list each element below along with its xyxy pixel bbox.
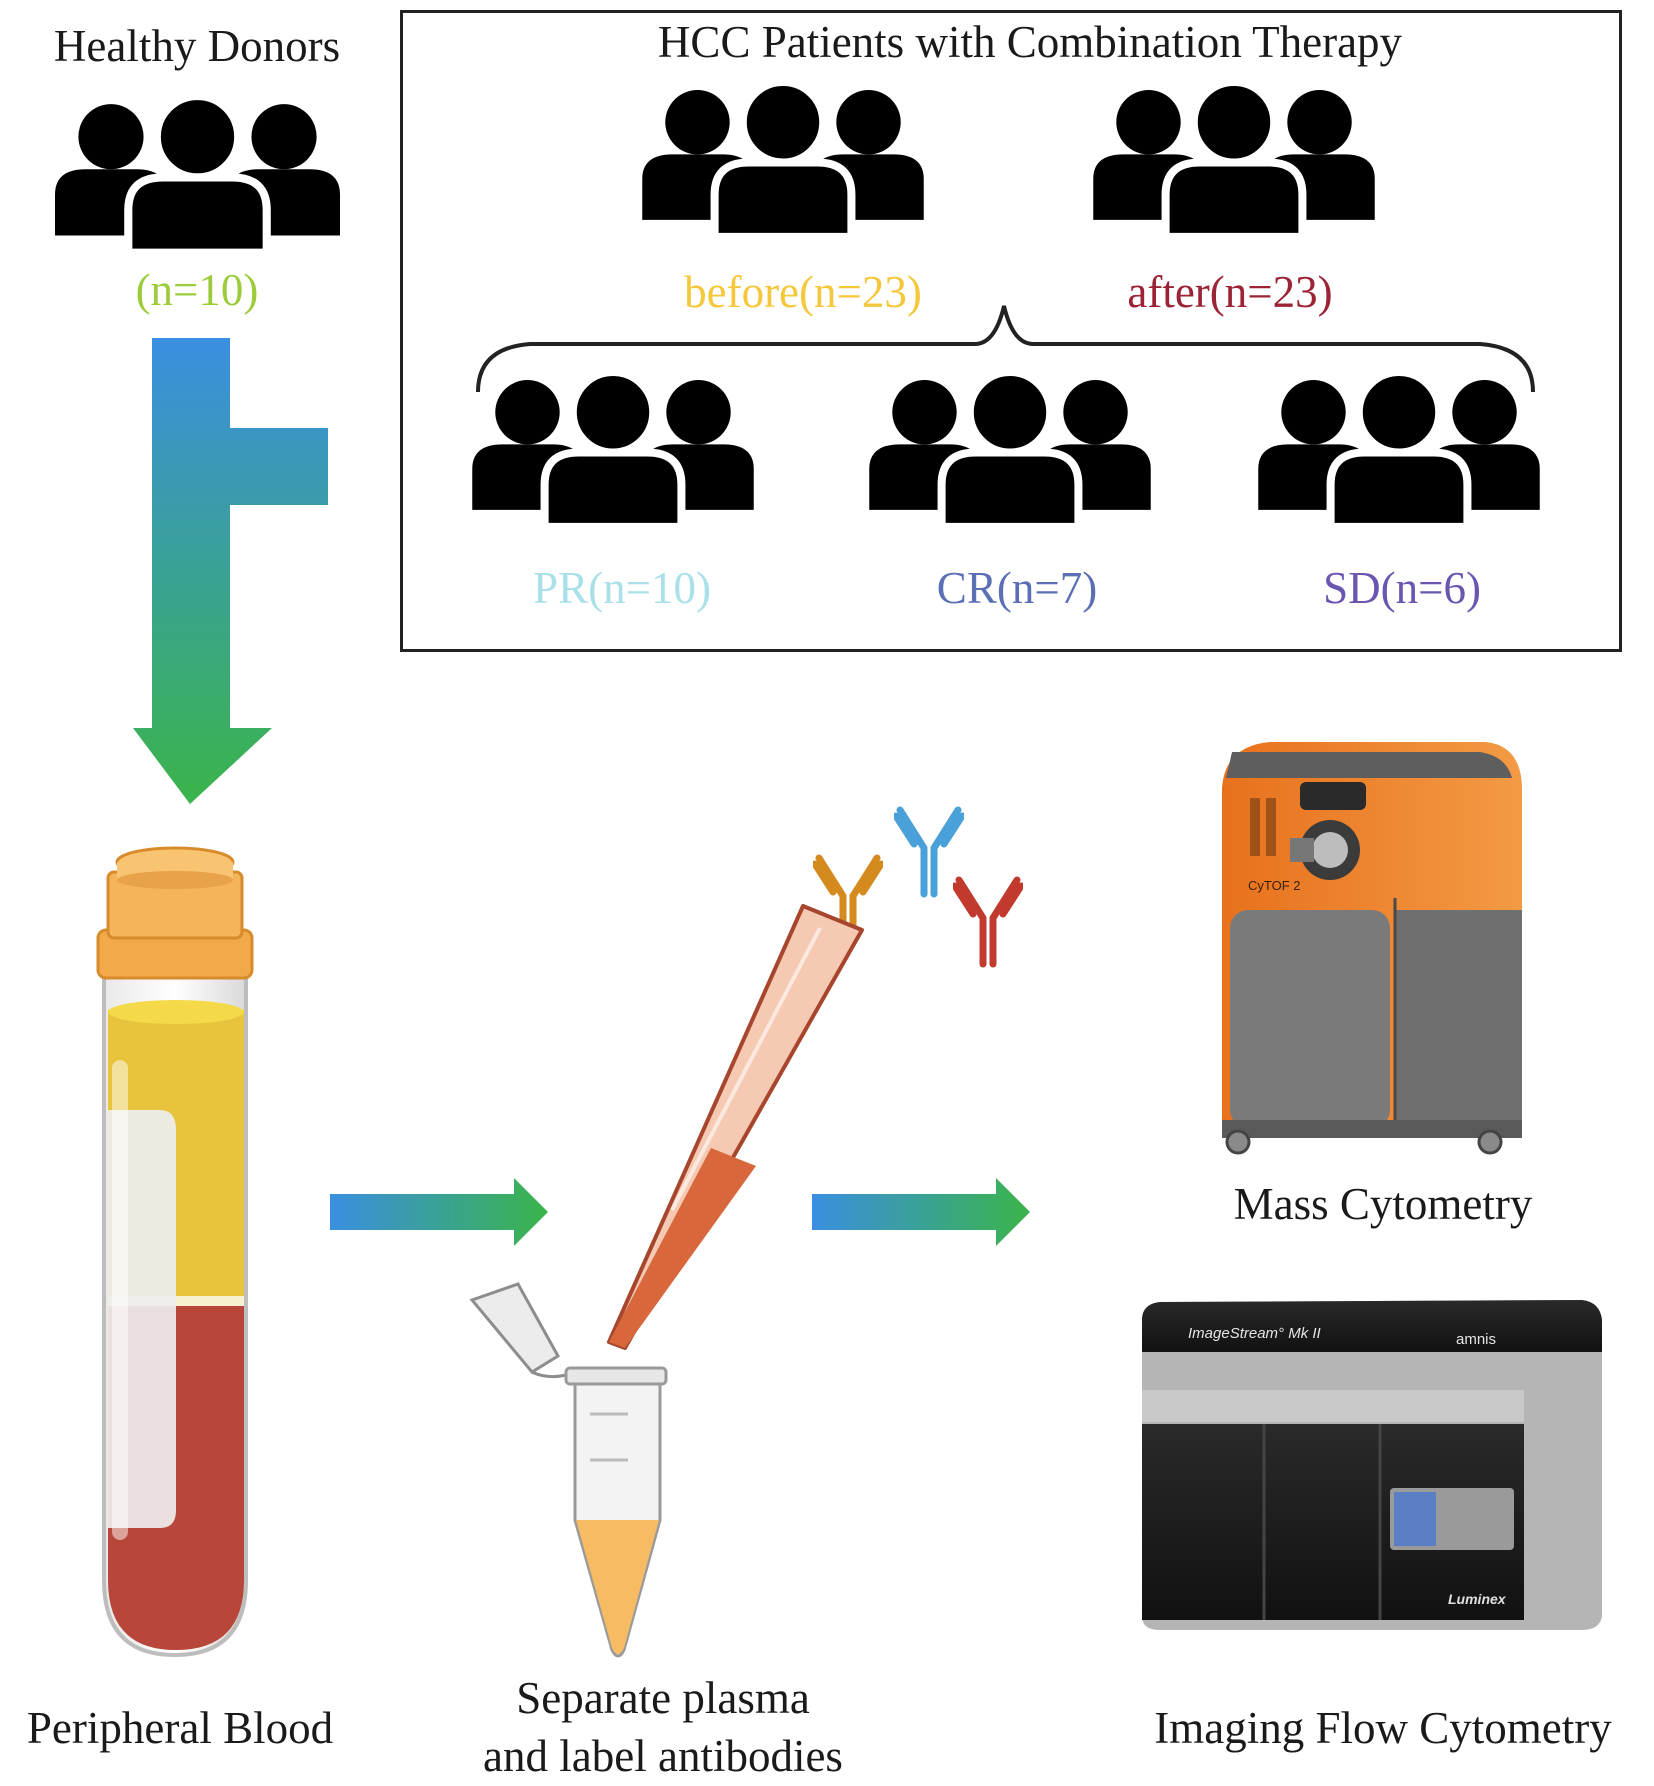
microcentrifuge-tube-icon xyxy=(469,1282,668,1658)
imaging-flow-cytometer-icon: ImageStream° Mk II amnis Luminex xyxy=(1142,1300,1602,1630)
people-group-icon: .hd .pl{fill:#eef7ee}.hd .pr{fill:#bfe2b… xyxy=(55,96,340,253)
blood-tube-icon xyxy=(96,846,254,1658)
amnis-logo: amnis xyxy=(1456,1331,1496,1348)
imaging-flow-cytometry-label: Imaging Flow Cytometry xyxy=(1154,1703,1612,1753)
antibody-icon xyxy=(955,880,1021,964)
gradient-arrow-icon xyxy=(133,338,328,804)
luminex-logo: Luminex xyxy=(1448,1591,1507,1607)
pr-label: PR(n=10) xyxy=(533,563,711,613)
pipette-tip-icon xyxy=(607,904,864,1350)
hcc-title: HCC Patients with Combination Therapy xyxy=(657,17,1403,67)
cr-label: CR(n=7) xyxy=(936,563,1098,613)
imagestream-label: ImageStream° Mk II xyxy=(1188,1325,1321,1342)
hcc-patients-panel xyxy=(400,10,1622,652)
healthy-donors-title: Healthy Donors xyxy=(53,21,341,71)
peripheral-blood-label: Peripheral Blood xyxy=(26,1703,334,1753)
gradient-arrow-icon xyxy=(812,1178,1030,1246)
healthy-count: (n=10) xyxy=(135,265,259,315)
group-brace xyxy=(476,305,1535,393)
mass-cytometer-icon: CyTOF 2 xyxy=(1222,742,1522,1155)
mass-cytometry-label: Mass Cytometry xyxy=(1233,1179,1533,1229)
before-label: before(n=23) xyxy=(684,267,922,317)
sd-label: SD(n=6) xyxy=(1323,563,1481,613)
separate-plasma-label-line2: and label antibodies xyxy=(483,1731,843,1781)
cytof-label: CyTOF 2 xyxy=(1248,878,1301,893)
after-label: after(n=23) xyxy=(1127,267,1333,317)
antibody-icon xyxy=(896,810,962,894)
separate-plasma-label-line1: Separate plasma xyxy=(516,1673,810,1723)
gradient-arrow-icon xyxy=(330,1178,548,1246)
